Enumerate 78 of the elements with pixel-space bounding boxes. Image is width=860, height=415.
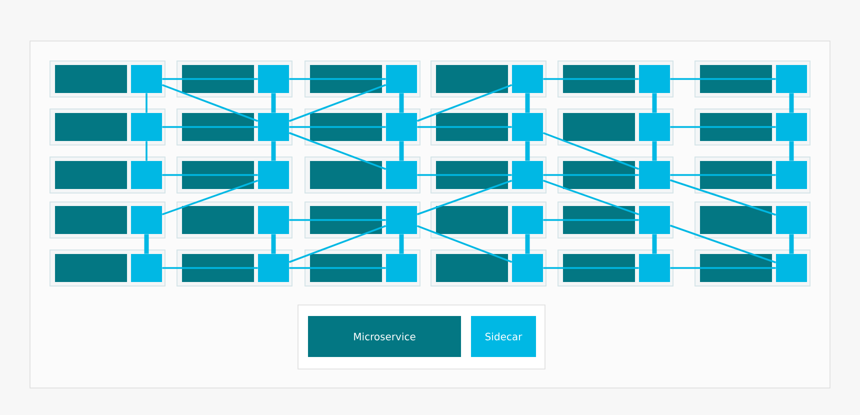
- connector-line: [789, 234, 794, 254]
- connector-line: [542, 180, 640, 216]
- connector-line: [789, 141, 794, 161]
- connector-line: [144, 234, 149, 254]
- connector-line: [146, 141, 148, 161]
- sidecar-block: [512, 254, 543, 282]
- sidecar-block: [639, 161, 670, 189]
- connector-line: [289, 126, 386, 128]
- connector-line: [417, 174, 512, 176]
- connector-line: [670, 267, 776, 269]
- connector-line: [789, 93, 794, 113]
- sidecar-block: [258, 161, 289, 189]
- sidecar-block: [131, 206, 162, 234]
- connector-line: [416, 180, 512, 216]
- sidecar-block: [776, 206, 807, 234]
- connector-line: [670, 78, 776, 80]
- sidecar-block: [776, 254, 807, 282]
- connector-line: [271, 141, 276, 161]
- connector-line: [525, 234, 530, 254]
- connector-line: [288, 225, 386, 263]
- sidecar-block: [512, 206, 543, 234]
- connector-line: [670, 224, 776, 264]
- sidecar-block: [639, 254, 670, 282]
- connector-line: [399, 234, 404, 254]
- connector-line: [543, 174, 639, 176]
- connector-line: [146, 93, 148, 113]
- connector-line: [416, 84, 512, 122]
- connector-line: [542, 132, 640, 170]
- connector-line: [670, 174, 776, 176]
- sidecar-block: [386, 161, 417, 189]
- connector-line: [162, 126, 258, 128]
- connector-line: [289, 267, 386, 269]
- connector-line: [271, 93, 276, 113]
- connector-line: [652, 234, 657, 254]
- connector-line: [399, 93, 404, 113]
- connector-line: [652, 141, 657, 161]
- connector-line: [162, 78, 258, 80]
- connector-line: [525, 141, 530, 161]
- sidecar-block: [776, 65, 807, 93]
- connector-line: [416, 225, 512, 263]
- sidecar-block: [512, 161, 543, 189]
- sidecar-block: [639, 65, 670, 93]
- connector-line: [543, 219, 639, 221]
- connector-line: [417, 126, 512, 128]
- sidecar-block: [512, 65, 543, 93]
- connector-line: [289, 78, 386, 80]
- connector-line: [162, 180, 258, 216]
- sidecar-block: [131, 65, 162, 93]
- sidecar-block: [512, 113, 543, 141]
- sidecar-block: [258, 206, 289, 234]
- sidecar-block: [131, 161, 162, 189]
- connector-line: [162, 267, 258, 269]
- sidecar-block: [386, 113, 417, 141]
- sidecar-block: [258, 65, 289, 93]
- sidecar-block: [386, 254, 417, 282]
- connector-line: [652, 93, 657, 113]
- sidecar-block: [386, 206, 417, 234]
- sidecar-block: [776, 113, 807, 141]
- connector-line: [162, 174, 258, 176]
- connector-line: [288, 84, 386, 122]
- sidecar-block: [386, 65, 417, 93]
- connector-line: [162, 84, 258, 122]
- connector-line: [670, 126, 776, 128]
- connector-line: [271, 234, 276, 254]
- sidecar-block: [258, 254, 289, 282]
- connector-line: [670, 179, 776, 216]
- connector-line: [525, 93, 530, 113]
- sidecar-block: [131, 113, 162, 141]
- sidecar-block: [131, 254, 162, 282]
- sidecar-block: [639, 113, 670, 141]
- connector-line: [543, 267, 639, 269]
- sidecar-block: [639, 206, 670, 234]
- connector-line: [543, 78, 639, 80]
- sidecar-block: [258, 113, 289, 141]
- sidecar-block: [776, 161, 807, 189]
- connector-line: [288, 132, 386, 170]
- connector-line: [399, 141, 404, 161]
- connector-line: [289, 219, 386, 221]
